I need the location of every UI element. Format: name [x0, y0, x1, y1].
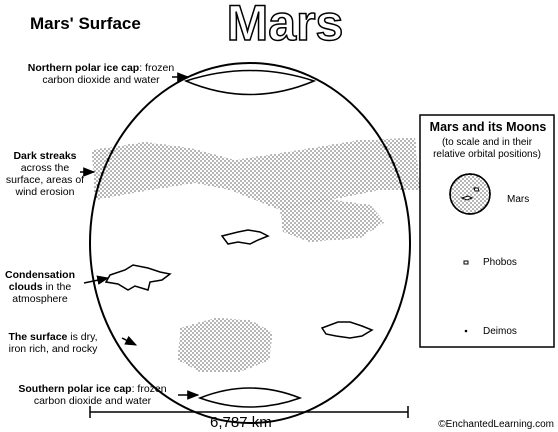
label-dark-streaks-rest: across the surface, areas of wind erosio…	[5, 162, 85, 198]
arrow-surface	[121, 335, 138, 346]
condensation-cloud-3	[320, 321, 374, 339]
label-surface: The surface is dry, iron rich, and rocky	[8, 331, 98, 355]
label-northern-cap-bold: Northern polar ice cap	[27, 62, 140, 74]
surface-patch	[178, 318, 272, 372]
condensation-cloud-2	[220, 229, 270, 245]
condensation-cloud	[104, 264, 172, 291]
label-condensation: Condensation clouds in the atmosphere	[0, 269, 80, 305]
label-dark-streaks-bold: Dark streaks	[13, 150, 77, 162]
moons-box-title: Mars and its Moons	[429, 120, 547, 134]
label-southern-cap-bold: Southern polar ice cap	[18, 383, 132, 395]
label-southern-cap-rest: : frozen carbon dioxide and water	[33, 383, 167, 407]
label-mars: Mars	[507, 194, 530, 205]
dark-streaks	[92, 138, 420, 242]
deimos-dot	[464, 329, 468, 333]
mini-mars	[449, 173, 491, 215]
label-northern-cap-rest: : frozen carbon dioxide and water	[42, 62, 175, 86]
mars-planet	[89, 62, 411, 424]
page-heading: Mars' Surface	[30, 14, 141, 33]
southern-polar-cap	[197, 387, 303, 408]
phobos-dot	[463, 260, 469, 265]
label-surface-rest: is dry, iron rich, and rocky	[8, 331, 98, 355]
label-condensation-rest: in the atmosphere	[12, 281, 72, 305]
label-surface-bold: The surface	[8, 331, 68, 343]
northern-polar-cap	[183, 69, 317, 96]
moons-box-subtitle-2: relative orbital positions)	[433, 149, 541, 160]
scale-bar	[89, 406, 409, 418]
moons-box	[419, 114, 555, 348]
credit: ©EnchantedLearning.com	[438, 419, 554, 430]
label-deimos: Deimos	[483, 326, 517, 337]
label-dark-streaks: Dark streaks across the surface, areas o…	[2, 150, 88, 198]
moons-box-subtitle-1: (to scale and in their	[441, 137, 533, 148]
page-title: Mars	[226, 0, 344, 48]
label-condensation-bold: Condensation clouds	[5, 269, 75, 293]
title-text: Mars	[227, 0, 344, 48]
label-phobos: Phobos	[483, 257, 517, 268]
scale-label: 6,787 km	[210, 414, 272, 431]
arrow-clouds	[83, 275, 110, 285]
label-northern-cap: Northern polar ice cap: frozen carbon di…	[26, 62, 176, 86]
label-southern-cap: Southern polar ice cap: frozen carbon di…	[10, 383, 175, 407]
